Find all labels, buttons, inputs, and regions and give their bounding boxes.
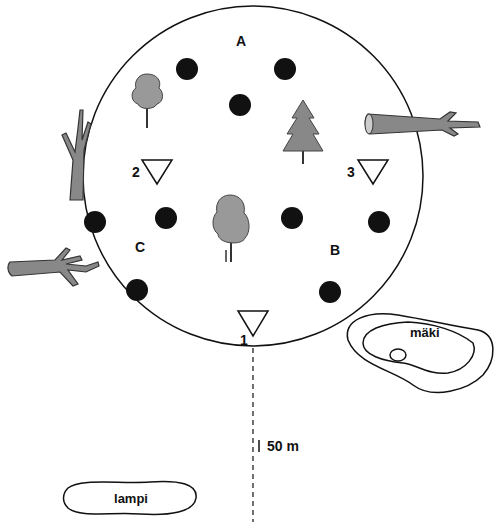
- deciduous-tree: [213, 195, 249, 262]
- hill-contour: mäki: [338, 305, 498, 410]
- place-name: lampi: [114, 492, 148, 505]
- deciduous-tree: [132, 74, 162, 128]
- dead-tree: [62, 110, 91, 200]
- area-letter: A: [236, 34, 246, 48]
- pond-outline: lampi: [60, 476, 202, 520]
- area-letter: B: [330, 243, 340, 257]
- area-letter: C: [135, 240, 145, 254]
- distance-line: [252, 348, 253, 522]
- distance-label: 50 m: [267, 439, 299, 453]
- distance-tick: [258, 440, 260, 452]
- dot-markers: [84, 58, 390, 303]
- fallen-log: [365, 112, 480, 136]
- spruce-tree: [283, 100, 323, 164]
- fallen-log: [8, 248, 99, 286]
- hill-contour-shape: [338, 305, 498, 410]
- callout-number: 1: [240, 333, 248, 347]
- triangle-markers: [142, 160, 388, 336]
- place-name: mäki: [410, 326, 440, 339]
- plot-circle: [83, 6, 423, 346]
- callout-number: 3: [347, 165, 355, 179]
- callout-number: 2: [132, 165, 140, 179]
